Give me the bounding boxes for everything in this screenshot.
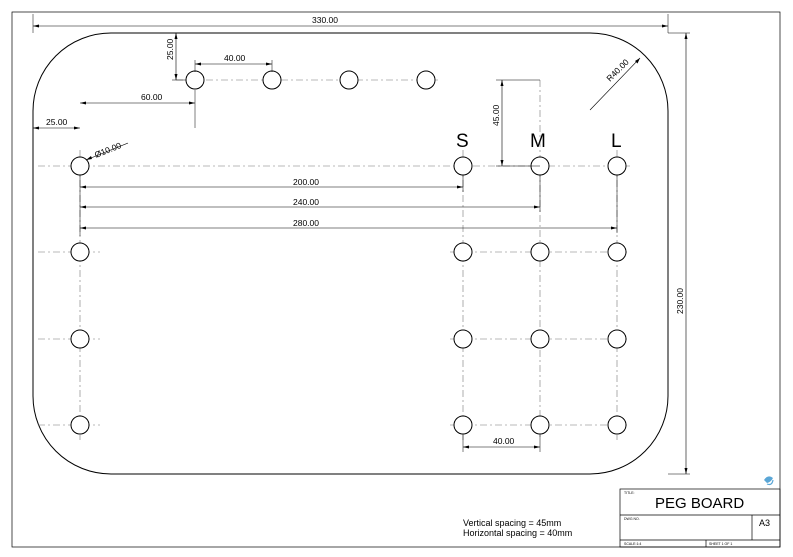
hole	[416, 70, 436, 90]
title-block: TITLE: PEG BOARD DWG NO. A3 SCALE:1:4 SH…	[619, 488, 781, 548]
dim-s-column-x: 200.00	[79, 175, 464, 236]
dim-top-row-offset-text: 25.00	[165, 38, 175, 60]
dim-left-column-x-text: 25.00	[46, 117, 68, 127]
dim-m-column-x-text: 240.00	[293, 197, 319, 207]
dim-bottom-pitch-text: 40.00	[493, 436, 515, 446]
hole	[453, 329, 473, 349]
hole	[453, 415, 473, 435]
hole	[607, 415, 627, 435]
dim-m-column-x: 240.00	[80, 175, 541, 212]
dim-s-column-x-text: 200.00	[293, 177, 319, 187]
dim-overall-width-text: 330.00	[312, 15, 338, 25]
hole	[607, 329, 627, 349]
hole	[607, 242, 627, 262]
hole	[607, 156, 627, 176]
note-horizontal-spacing: Horizontal spacing = 40mm	[463, 528, 572, 538]
hole	[530, 242, 550, 262]
peg-label-medium: M	[530, 131, 546, 152]
dim-hole-diameter: Ø10.00	[85, 140, 129, 161]
hole	[453, 156, 473, 176]
dim-row-offset: 45.00	[491, 79, 540, 167]
dim-left-column-x: 25.00	[33, 117, 80, 130]
hole	[185, 70, 205, 90]
dim-overall-width: 330.00	[32, 14, 669, 33]
dim-top-row-offset: 25.00	[165, 33, 186, 81]
hole	[453, 242, 473, 262]
solidworks-logo-icon	[764, 476, 774, 486]
dim-l-column-x: 280.00	[80, 175, 618, 233]
note-vertical-spacing: Vertical spacing = 45mm	[463, 518, 561, 528]
peg-label-large: L	[611, 131, 622, 152]
hole	[70, 329, 90, 349]
sheet-size: A3	[759, 518, 770, 528]
scale-text: SCALE:1:4	[624, 542, 641, 546]
dim-corner-radius: R40.00	[589, 57, 641, 111]
sheet-number: SHEET 1 OF 1	[709, 542, 732, 546]
dwg-no-label: DWG NO.	[624, 517, 640, 521]
dim-top-hole-pitch-text: 40.00	[224, 53, 246, 63]
dim-top-hole-pitch: 40.00	[194, 53, 273, 72]
hole	[262, 70, 282, 90]
holes	[70, 70, 627, 435]
hole	[530, 329, 550, 349]
dim-overall-height-text: 230.00	[675, 288, 685, 314]
dim-first-top-hole-x-text: 60.00	[141, 92, 163, 102]
hole	[70, 242, 90, 262]
hole	[530, 415, 550, 435]
hole	[70, 415, 90, 435]
dim-l-column-x-text: 280.00	[293, 218, 319, 228]
hole	[339, 70, 359, 90]
dim-hole-diameter-text: Ø10.00	[93, 140, 123, 160]
dim-overall-height: 230.00	[668, 32, 690, 475]
dim-corner-radius-text: R40.00	[604, 57, 631, 84]
peg-label-small: S	[456, 131, 469, 152]
dim-first-top-hole-x: 60.00	[80, 90, 196, 128]
sheet-border	[11, 11, 781, 548]
dim-row-offset-text: 45.00	[491, 104, 501, 126]
dim-bottom-pitch: 40.00	[462, 434, 541, 452]
drawing-title: PEG BOARD	[655, 495, 744, 512]
title-label: TITLE:	[624, 491, 635, 495]
board-outline	[32, 32, 669, 475]
